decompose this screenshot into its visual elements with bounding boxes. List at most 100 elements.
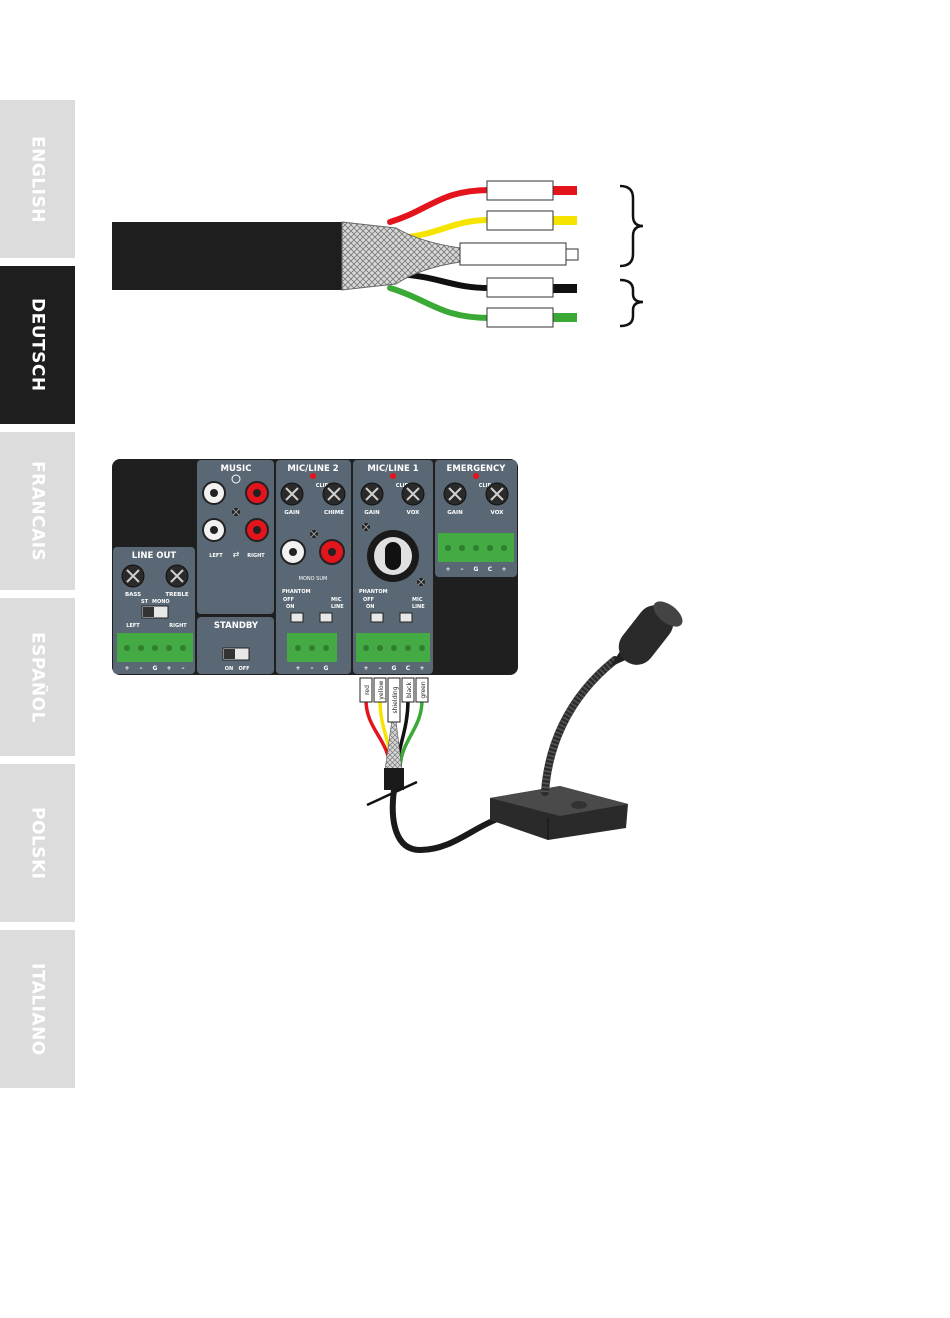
wire-end-green: [553, 313, 577, 322]
wire-green: [387, 285, 493, 321]
line-label: LINE: [331, 604, 344, 610]
music-module: MUSIC LEFT ⇄ RIGHT: [197, 460, 274, 614]
phantom-switch[interactable]: [370, 612, 384, 623]
tab-espanol[interactable]: ESPAÑOL: [0, 598, 75, 756]
chime-knob[interactable]: [322, 482, 346, 506]
standby-off-label: OFF: [238, 666, 249, 672]
off-label: OFF: [283, 597, 294, 603]
music-left-label: LEFT: [209, 553, 223, 559]
line-label: LINE: [412, 604, 425, 610]
tab-deutsch[interactable]: DEUTSCH: [0, 266, 75, 424]
phantom-label: PHANTOM: [282, 589, 311, 595]
music-right-label: RIGHT: [247, 553, 265, 559]
pin-label: +: [363, 665, 368, 672]
gain-knob[interactable]: [280, 482, 304, 506]
mic-label: MIC: [331, 597, 342, 603]
pin-label: –: [379, 665, 382, 672]
gain-knob[interactable]: [360, 482, 384, 506]
wire-end-red: [553, 186, 577, 195]
mono-sum-label: MONO SUM: [299, 576, 328, 582]
pin-label: +: [124, 665, 129, 672]
rca-jack-white[interactable]: [280, 539, 306, 565]
gain-label: GAIN: [364, 510, 380, 516]
mono-label: MONO: [152, 599, 170, 605]
clip-label: CLIP: [316, 483, 329, 489]
emergency-title: EMERGENCY: [447, 464, 507, 474]
vox-knob[interactable]: [485, 482, 509, 506]
pin-label: C: [488, 566, 493, 573]
rca-jack-white[interactable]: [202, 518, 226, 542]
amplifier-panel-diagram: LINE OUT BASS TREBLE ST MONO LEFT RIGHT …: [112, 459, 683, 854]
pin-label: +: [295, 665, 300, 672]
gooseneck-microphone-icon: [490, 601, 683, 840]
loop-arrows-icon: ⇄: [233, 550, 240, 559]
treble-knob[interactable]: [165, 564, 189, 588]
on-label: ON: [286, 604, 294, 610]
heatshrink-yellow: [486, 210, 554, 231]
mic-label: MIC: [412, 597, 423, 603]
pin-label: G: [392, 665, 397, 672]
clip-led: [473, 473, 479, 479]
pin-label: –: [311, 665, 314, 672]
tab-english[interactable]: ENGLISH: [0, 100, 75, 258]
screw-icon: [232, 508, 240, 516]
pin-label: C: [406, 665, 411, 672]
rca-jack-red[interactable]: [245, 481, 269, 505]
screw-icon: [417, 578, 425, 586]
tab-francais[interactable]: FRANCAIS: [0, 432, 75, 590]
standby-title: STANDBY: [214, 621, 259, 631]
mic-line-switch[interactable]: [319, 612, 333, 623]
cable-diagram: [112, 180, 644, 328]
st-label: ST: [141, 599, 149, 605]
mic-cable: [389, 787, 498, 854]
tab-label: FRANCAIS: [27, 460, 48, 562]
combo-xlr-jack[interactable]: [367, 530, 419, 582]
wire-tags: red yellow shielding black green: [359, 677, 429, 723]
tab-label: ESPAÑOL: [27, 631, 48, 723]
mic-line-switch[interactable]: [399, 612, 413, 623]
mic1-title: MIC/LINE 1: [367, 464, 418, 474]
music-title: MUSIC: [221, 464, 252, 474]
wire-end-yellow: [553, 216, 577, 225]
pin-label: –: [140, 665, 143, 672]
on-label: ON: [366, 604, 374, 610]
tag-label: yellow: [378, 680, 385, 699]
pin-label: G: [324, 665, 329, 672]
phantom-switch[interactable]: [290, 612, 304, 623]
gain-knob[interactable]: [443, 482, 467, 506]
phantom-label: PHANTOM: [359, 589, 388, 595]
pin-label: –: [182, 665, 185, 672]
mic-line-1-module: MIC/LINE 1 CLIP GAIN VOX PHANTOM OFF ON …: [353, 460, 433, 674]
clip-label: CLIP: [479, 483, 492, 489]
pin-label: G: [153, 665, 158, 672]
tag-label: shielding: [392, 686, 399, 713]
rca-jack-red[interactable]: [245, 518, 269, 542]
vox-knob[interactable]: [401, 482, 425, 506]
tab-label: ENGLISH: [27, 135, 48, 223]
standby-module: STANDBY ON OFF: [197, 617, 274, 674]
tab-polski[interactable]: POLSKI: [0, 764, 75, 922]
screw-icon: [310, 530, 318, 538]
pin-label: +: [419, 665, 424, 672]
link-icon: [231, 474, 241, 484]
pin-label: +: [445, 566, 450, 573]
standby-on-label: ON: [225, 666, 233, 672]
left-label: LEFT: [126, 623, 140, 629]
rca-jack-red[interactable]: [319, 539, 345, 565]
cable-jacket: [384, 768, 404, 790]
bass-knob[interactable]: [121, 564, 145, 588]
mic2-title: MIC/LINE 2: [287, 464, 338, 474]
heatshrink-black: [486, 277, 554, 298]
wire-end-black: [553, 284, 577, 293]
tab-italiano[interactable]: ITALIANO: [0, 930, 75, 1088]
brace-shield-icon: [619, 278, 644, 328]
right-label: RIGHT: [169, 623, 187, 629]
gain-label: GAIN: [447, 510, 463, 516]
clip-led: [390, 473, 396, 479]
off-label: OFF: [363, 597, 374, 603]
clip-label: CLIP: [396, 483, 409, 489]
rca-jack-white[interactable]: [202, 481, 226, 505]
pin-label: +: [501, 566, 506, 573]
bass-label: BASS: [125, 592, 141, 598]
screw-icon: [362, 523, 370, 531]
